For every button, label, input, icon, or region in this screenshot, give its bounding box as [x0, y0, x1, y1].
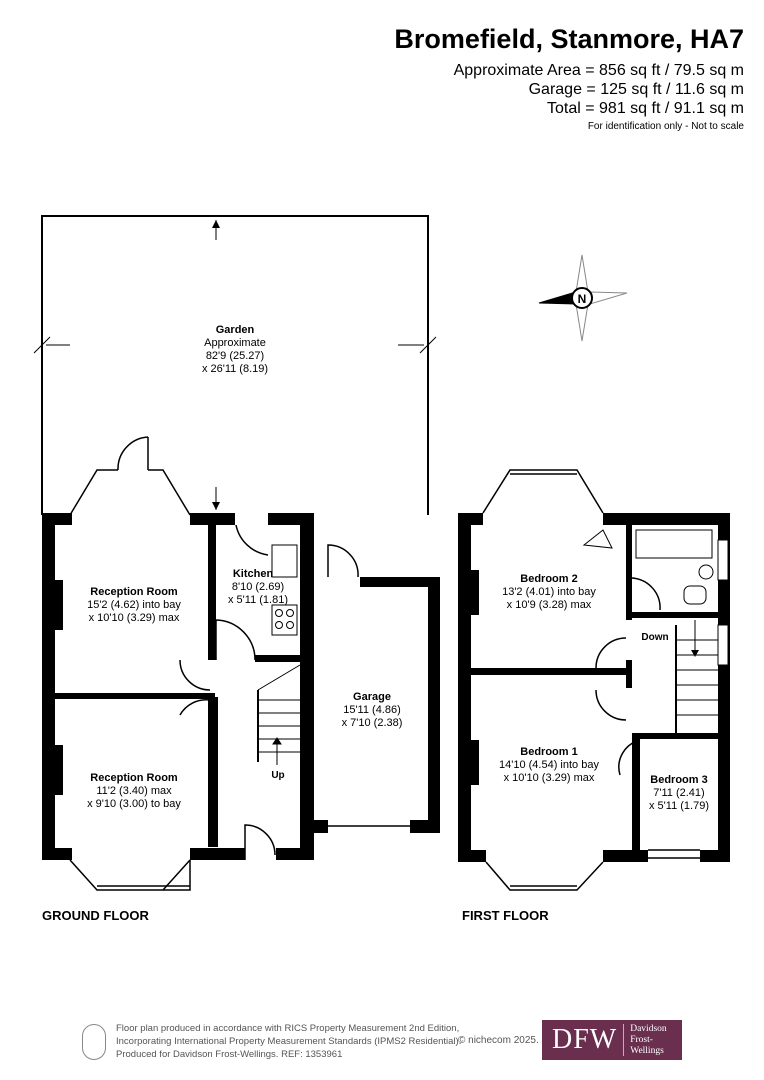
stairs-down-label: Down	[641, 632, 668, 643]
logo-name: Davidson Frost-Wellings	[624, 1024, 682, 1057]
ground-floor-walls	[42, 513, 440, 860]
compass-north-label: N	[578, 292, 587, 306]
garage-line2: x 7'10 (2.38)	[342, 717, 403, 729]
kitchen-line2: x 5'11 (1.81)	[228, 594, 288, 606]
stairs-up-label: Up	[271, 770, 284, 781]
first-floor-walls	[458, 513, 730, 862]
garage-name: Garage	[353, 691, 391, 703]
ground-floor-bays	[69, 436, 410, 891]
ground-floor-stairs	[257, 664, 301, 765]
footer-line2: Incorporating International Property Mea…	[116, 1036, 462, 1047]
bedroom2-line1: 13'2 (4.01) into bay	[502, 586, 596, 598]
kitchen-name: Kitchen	[233, 568, 274, 580]
bedroom1-name: Bedroom 1	[520, 746, 577, 758]
garage-line1: 15'11 (4.86)	[343, 704, 401, 716]
reception2-line1: 11'2 (3.40) max	[96, 785, 172, 797]
bedroom-3-label: Bedroom 3 7'11 (2.41) x 5'11 (1.79)	[649, 774, 709, 812]
bedroom-1-label: Bedroom 1 14'10 (4.54) into bay x 10'10 …	[499, 746, 599, 784]
property-title: Bromefield, Stanmore, HA7	[394, 24, 744, 54]
agent-logo: DFW Davidson Frost-Wellings	[542, 1020, 682, 1060]
kitchen-line1: 8'10 (2.69)	[232, 581, 284, 593]
garage-area: Garage = 125 sq ft / 11.6 sq m	[528, 81, 744, 98]
person-scale-icon	[82, 1024, 106, 1060]
reception1-name: Reception Room	[90, 586, 178, 598]
reception2-name: Reception Room	[90, 772, 178, 784]
total-area: Total = 981 sq ft / 91.1 sq m	[547, 100, 744, 117]
bedroom2-name: Bedroom 2	[520, 573, 577, 585]
bedroom1-line2: x 10'10 (3.29) max	[504, 772, 595, 784]
garden-label: Garden Approximate 82'9 (25.27) x 26'11 …	[202, 324, 268, 375]
scale-note: For identification only - Not to scale	[587, 121, 744, 132]
garden-outline	[33, 215, 437, 515]
first-floor-label: FIRST FLOOR	[462, 908, 549, 923]
bedroom2-line2: x 10'9 (3.28) max	[507, 599, 592, 611]
approximate-area: Approximate Area = 856 sq ft / 79.5 sq m	[453, 62, 744, 79]
logo-monogram: DFW	[542, 1024, 625, 1056]
reception-room-2-label: Reception Room 11'2 (3.40) max x 9'10 (3…	[87, 772, 181, 810]
reception1-line2: x 10'10 (3.29) max	[89, 612, 180, 624]
logo-name-line1: Davidson	[630, 1023, 667, 1034]
footer-text: Floor plan produced in accordance with R…	[116, 1022, 461, 1061]
footer-line1: Floor plan produced in accordance with R…	[116, 1023, 460, 1034]
garden-line3: x 26'11 (8.19)	[202, 363, 268, 375]
reception-room-1-label: Reception Room 15'2 (4.62) into bay x 10…	[87, 586, 181, 624]
compass-rose-icon	[538, 254, 628, 342]
kitchen-label: Kitchen 8'10 (2.69) x 5'11 (1.81)	[228, 568, 288, 606]
garden-line1: Approximate	[204, 337, 266, 349]
bedroom-2-label: Bedroom 2 13'2 (4.01) into bay x 10'9 (3…	[502, 573, 596, 611]
reception1-line1: 15'2 (4.62) into bay	[87, 599, 181, 611]
bedroom3-line2: x 5'11 (1.79)	[649, 800, 709, 812]
garden-line2: 82'9 (25.27)	[206, 350, 264, 362]
garden-name: Garden	[216, 324, 255, 336]
ground-floor-label: GROUND FLOOR	[42, 908, 149, 923]
reception2-line2: x 9'10 (3.00) to bay	[87, 798, 181, 810]
logo-name-line2: Frost-Wellings	[630, 1034, 664, 1056]
first-floor-details	[482, 469, 729, 891]
footer-line3: Produced for Davidson Frost-Wellings. RE…	[116, 1049, 343, 1060]
bedroom1-line1: 14'10 (4.54) into bay	[499, 759, 599, 771]
bedroom3-name: Bedroom 3	[650, 774, 707, 786]
bedroom3-line1: 7'11 (2.41)	[653, 787, 704, 799]
copyright: © nichecom 2025.	[458, 1035, 539, 1046]
garage-label: Garage 15'11 (4.86) x 7'10 (2.38)	[342, 691, 403, 729]
